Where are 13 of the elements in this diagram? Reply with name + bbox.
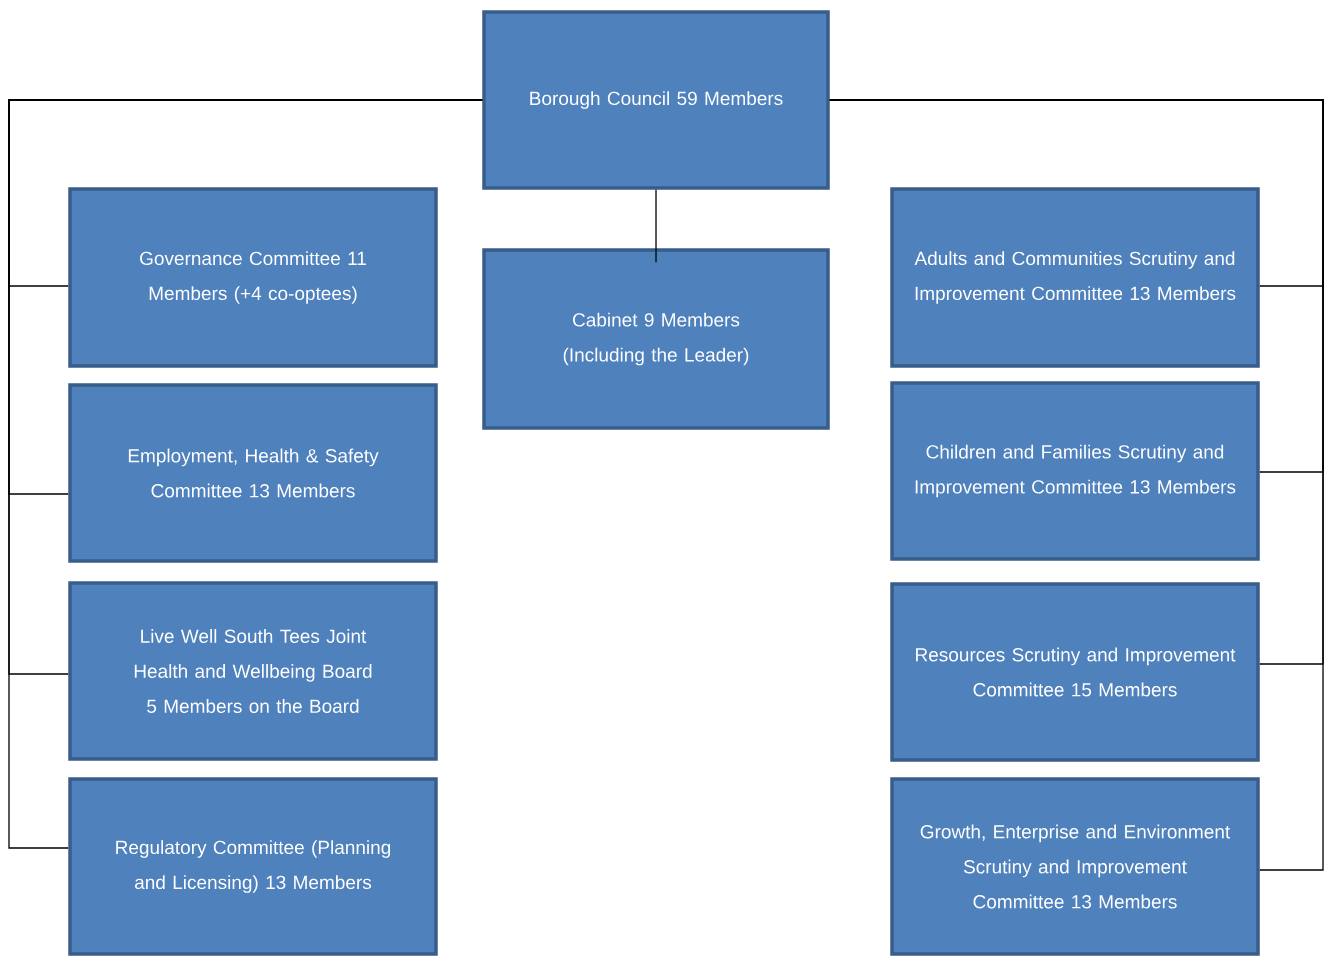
- committee-box: Cabinet 9 Members (Including the Leader): [482, 248, 830, 430]
- committee-box: Live Well South Tees Joint Health and Wellbeing Board 5 Members on the Board: [68, 581, 438, 761]
- connector-line: [829, 99, 1324, 871]
- connector-line: [655, 189, 657, 263]
- committee-box: Children and Families Scrutiny and Improvement Committee 13 Members: [890, 381, 1260, 561]
- committee-box: Governance Committee 11 Members (+4 co-optees): [68, 187, 438, 368]
- committee-box: Borough Council 59 Members: [482, 10, 830, 190]
- connector-line: [8, 99, 483, 849]
- committee-box: Regulatory Committee (Planning and Licensing) 13 Members: [68, 777, 438, 956]
- committee-box: Growth, Enterprise and Environment Scrutiny and Improvement Committee 13 Members: [890, 777, 1260, 956]
- committee-box: Adults and Communities Scrutiny and Improvement Committee 13 Members: [890, 187, 1260, 368]
- committee-box: Employment, Health & Safety Committee 13 Members: [68, 383, 438, 563]
- committee-box: Resources Scrutiny and Improvement Committee 15 Members: [890, 582, 1260, 762]
